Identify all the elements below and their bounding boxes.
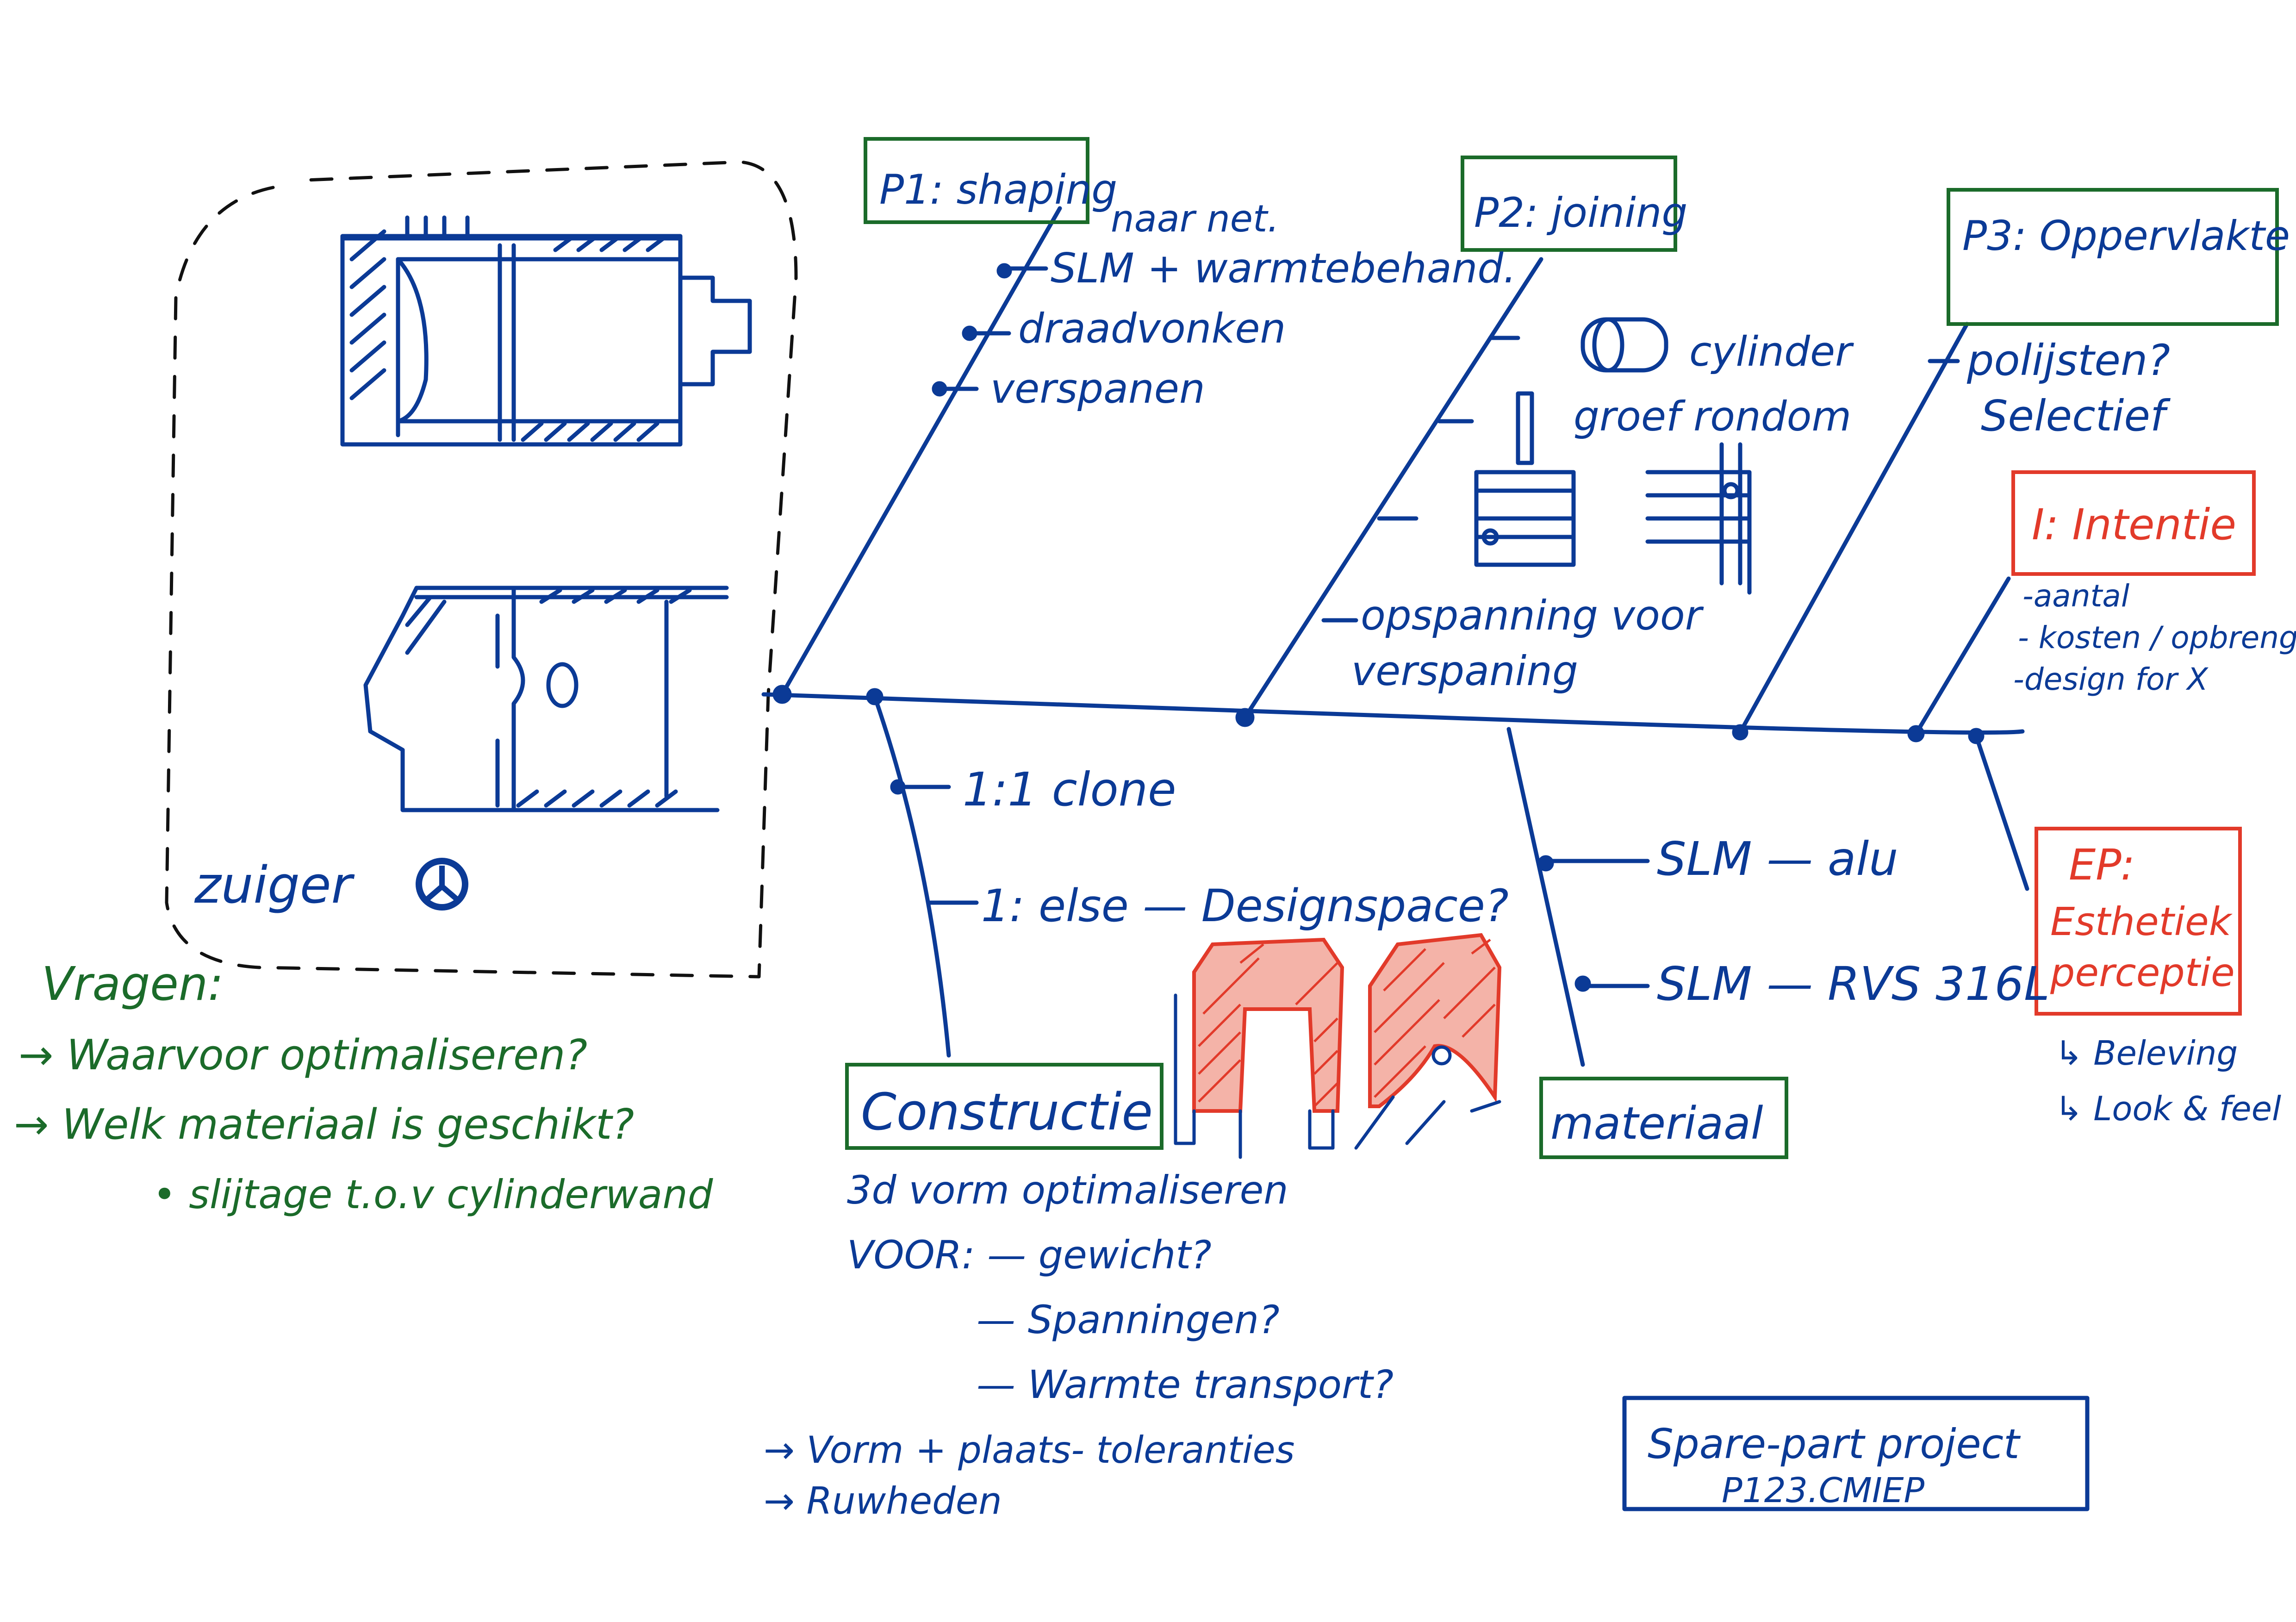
ep-item: ↳ Look & feel	[2055, 1089, 2281, 1128]
piston-drawing-bottom	[363, 586, 729, 812]
intention-item: -design for X	[2013, 661, 2209, 697]
ep-box: EP: Esthetiek perceptie	[2035, 827, 2242, 1016]
construction-note: → Vorm + plaats- toleranties	[764, 1429, 1294, 1472]
construction-branch: 1: else — Designspace?	[981, 880, 1509, 932]
p2-branch: groef rondom	[1574, 393, 1851, 440]
piston-frame	[165, 160, 798, 979]
p1-branch: SLM + warmtebehand.	[1051, 244, 1516, 292]
intention-item: -aantal	[2022, 578, 2130, 614]
svg-text:I: Intentie: I: Intentie	[2032, 500, 2236, 549]
construction-box: Constructie	[845, 1063, 1164, 1150]
question-item: → Welk materiaal is geschikt?	[14, 1100, 634, 1149]
svg-text:Esthetiek: Esthetiek	[2050, 899, 2233, 944]
svg-text:P2: joining: P2: joining	[1474, 189, 1687, 237]
svg-text:EP:: EP:	[2069, 840, 2135, 890]
p3-branch: polijsten?	[1966, 336, 2170, 385]
construction-bones	[872, 694, 979, 1058]
p1-note: naar net.	[1111, 197, 1279, 240]
material-box: materiaal	[1539, 1077, 1788, 1159]
svg-text:perceptie: perceptie	[2050, 950, 2235, 995]
p3-branch: Selectief	[1981, 391, 2171, 441]
p2-bones	[1243, 257, 1752, 720]
p1-box: P1: shaping	[864, 137, 1117, 224]
svg-text:P3: Oppervlakte techniek: P3: Oppervlakte techniek	[1962, 212, 2296, 260]
ep-bone	[1974, 734, 2029, 891]
p2-branch: verspaning	[1351, 647, 1578, 695]
construction-note: → Ruwheden	[764, 1479, 1002, 1522]
p2-box: P2: joining	[1461, 156, 1687, 252]
svg-text:P1: shaping: P1: shaping	[879, 166, 1117, 213]
construction-note: — Warmte transport?	[977, 1362, 1394, 1407]
p1-branch: verspanen	[990, 365, 1205, 412]
construction-note: VOOR: — gewicht?	[847, 1232, 1212, 1278]
p1-bones	[780, 206, 1062, 697]
ep-item: ↳ Beleving	[2055, 1034, 2238, 1073]
svg-text:Spare-part project: Spare-part project	[1648, 1420, 2021, 1468]
question-item: → Waarvoor optimaliseren?	[19, 1031, 587, 1079]
material-bones	[1506, 727, 1650, 1067]
p3-bones	[1738, 322, 2011, 736]
fishbone-spine	[761, 685, 2025, 744]
questions-title: Vragen:	[42, 957, 224, 1011]
project-box: Spare-part project P123.CMIEP	[1622, 1396, 2090, 1511]
p2-branch: cylinder	[1689, 328, 1854, 375]
question-sub-item: • slijtage t.o.v cylinderwand	[153, 1172, 713, 1218]
construction-note: — Spanningen?	[977, 1297, 1280, 1342]
construction-note: 3d vorm optimaliseren	[847, 1167, 1288, 1213]
piston-label: zuiger	[194, 855, 355, 915]
construction-branch: 1:1 clone	[963, 762, 1176, 817]
piston-drawing-top	[340, 215, 752, 447]
material-branch: SLM — RVS 316L	[1657, 957, 2050, 1011]
material-branch: SLM — alu	[1657, 832, 1898, 886]
svg-text:materiaal: materiaal	[1550, 1098, 1763, 1149]
designspace-sketch	[1174, 933, 1502, 1159]
svg-text:P123.CMIEP: P123.CMIEP	[1722, 1471, 1924, 1510]
intention-item: - kosten / opbrengst	[2018, 620, 2296, 655]
intention-box: I: Intentie	[2011, 470, 2256, 576]
svg-text:Constructie: Constructie	[861, 1082, 1153, 1142]
p3-box: P3: Oppervlakte techniek	[1947, 188, 2296, 326]
brand-logo-icon	[416, 858, 468, 911]
p2-branch: opspanning voor	[1361, 592, 1704, 639]
p1-branch: draadvonken	[1018, 305, 1286, 352]
